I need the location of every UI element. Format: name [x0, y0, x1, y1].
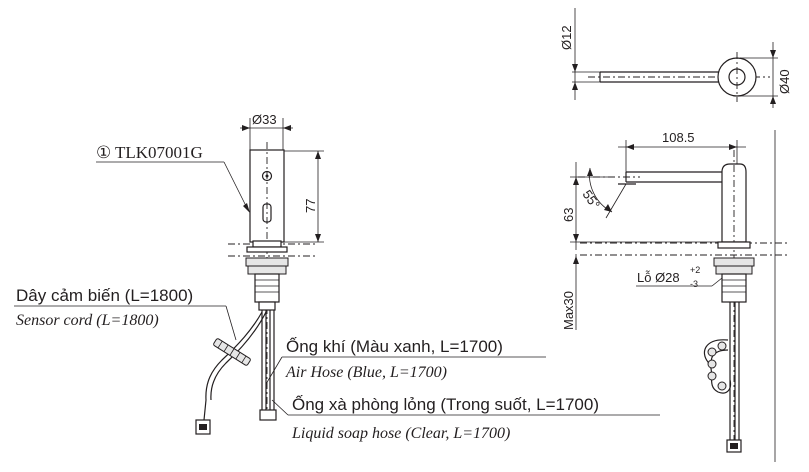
top-view: Ø12 Ø40: [559, 8, 792, 108]
part-marker: ①: [96, 143, 111, 162]
label-sensor-cord-vi: Dây cảm biến (L=1800): [16, 286, 193, 305]
front-view: Ø33 77: [14, 112, 660, 442]
dim-spout-height: 63: [561, 208, 576, 222]
dim-hole-label: Lỗ Ø28: [637, 270, 680, 285]
dim-max-counter: Max30: [561, 291, 576, 330]
label-sensor-cord-en: Sensor cord (L=1800): [16, 312, 159, 329]
dim-spout-length: 108.5: [662, 130, 695, 145]
side-view: 108.5 63 55° Lỗ Ø28: [561, 130, 790, 462]
label-air-hose-vi: Ống khí (Màu xanh, L=1700): [286, 336, 503, 356]
dim-top-head-dia: Ø40: [777, 69, 792, 94]
label-soap-hose-vi: Ống xà phòng lỏng (Trong suốt, L=1700): [292, 394, 599, 414]
dim-spout-angle: 55°: [580, 187, 604, 212]
label-air-hose-en: Air Hose (Blue, L=1700): [285, 364, 447, 381]
dim-body-dia: Ø33: [252, 112, 277, 127]
part-code: TLK07001G: [115, 143, 203, 162]
dim-hole-tol-lower: -3: [690, 279, 698, 289]
dim-top-pipe-dia: Ø12: [559, 25, 574, 50]
dim-hole-tol-upper: +2: [690, 265, 700, 275]
dim-body-height: 77: [303, 199, 318, 213]
label-soap-hose-en: Liquid soap hose (Clear, L=1700): [291, 425, 510, 442]
